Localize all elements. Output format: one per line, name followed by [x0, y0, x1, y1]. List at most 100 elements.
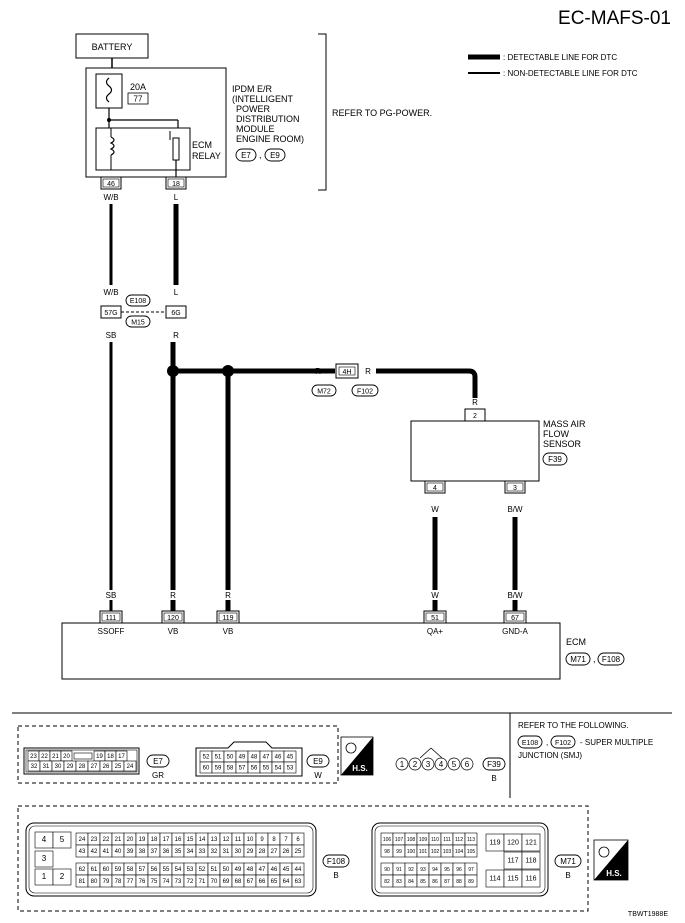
- svg-text:51: 51: [431, 615, 439, 622]
- m71-pin-116: [521, 869, 541, 888]
- e9-pin-55-label: 55: [263, 766, 270, 772]
- f108-pin-19-label: 19: [139, 837, 146, 843]
- m71-pin-99-label: 99: [396, 849, 402, 855]
- m71-pin-91-label: 91: [396, 867, 402, 873]
- f108-pin-36-label: 36: [163, 849, 170, 855]
- f108-pin-30-label: 30: [235, 849, 242, 855]
- refer-following: REFER TO THE FOLLOWING.: [518, 721, 629, 730]
- fuse-number: 77: [134, 95, 143, 104]
- maf-terminal-2: 2: [464, 408, 486, 422]
- f39-pin-2: [408, 757, 422, 771]
- smj-text-1: - SUPER MULTIPLE: [580, 738, 653, 747]
- ecm-wire-119: R: [225, 591, 231, 600]
- battery-box: [75, 33, 149, 59]
- maf-label-2: FLOW: [543, 429, 570, 439]
- e7-pin-22-label: 22: [41, 754, 48, 760]
- joint-terminal-6g: 6G: [165, 305, 187, 319]
- f108-pin-10-label: 10: [247, 837, 254, 843]
- ipdm-label-3: POWER: [236, 104, 271, 114]
- f108-pin-70-label: 70: [211, 879, 218, 885]
- ecm-terminal-119: 119: [216, 610, 240, 624]
- ecm-label: ECM: [566, 637, 586, 647]
- m71-pin-119-label: 119: [489, 840, 500, 847]
- f39-pin-4-label: 4: [439, 760, 444, 769]
- f108-pin-23-label: 23: [91, 837, 98, 843]
- f108-pin-7-label: 7: [284, 837, 288, 843]
- f108-pin-60-label: 60: [103, 867, 110, 873]
- f108-pin-71-label: 71: [199, 879, 206, 885]
- m71-pin-105: [464, 844, 478, 858]
- m71-pin-85-label: 85: [420, 879, 426, 885]
- svg-text:3: 3: [513, 485, 517, 492]
- f108-pin-4-label: 4: [42, 835, 47, 844]
- e9-pin-60-label: 60: [203, 766, 210, 772]
- e7-pin-27-label: 27: [91, 764, 98, 770]
- fuse-box: [95, 73, 123, 109]
- svg-text:57G: 57G: [104, 310, 117, 317]
- maf-sensor-box: [410, 420, 540, 482]
- fuse-icon: [105, 77, 113, 103]
- e9-pin-56-label: 56: [251, 766, 258, 772]
- e7-pin-21-label: 21: [52, 754, 59, 760]
- f108-pin-24-label: 24: [79, 837, 86, 843]
- e9-pin-54-label: 54: [275, 766, 282, 772]
- f108-pin-45-label: 45: [283, 867, 290, 873]
- m71-pin-90-label: 90: [384, 867, 390, 873]
- wire-sb-joint: SB: [106, 331, 117, 340]
- f108-pin-15-label: 15: [187, 837, 194, 843]
- e9-pin-57-label: 57: [239, 766, 246, 772]
- e7-pin-19-label: 19: [96, 754, 103, 760]
- m71-pin-117-label: 117: [507, 858, 518, 865]
- f108-pin-59-label: 59: [115, 867, 122, 873]
- svg-text:2: 2: [473, 413, 477, 420]
- svg-text:119: 119: [222, 615, 233, 622]
- joint-terminal-57g: 57G: [100, 305, 122, 319]
- f108-pin-40-label: 40: [115, 849, 122, 855]
- f108-pin-44-label: 44: [295, 867, 302, 873]
- e9-pin-52-label: 52: [203, 755, 210, 761]
- e9-pin-47-label: 47: [263, 755, 270, 761]
- f108-pin-63: [291, 874, 305, 888]
- m71-pin-101-label: 101: [419, 849, 428, 855]
- f108-pin-26-label: 26: [283, 849, 290, 855]
- smj-connector-m72: M72: [317, 389, 331, 396]
- f108-pin-25-label: 25: [295, 849, 302, 855]
- f108-pin-53-label: 53: [187, 867, 194, 873]
- relay-coil-icon: [109, 136, 115, 156]
- connector-f108-color: B: [333, 871, 338, 880]
- ipdm-terminal-46: 46: [100, 176, 122, 190]
- e9-pin-53: [283, 761, 297, 774]
- splice-dot-1: [167, 365, 179, 377]
- e9-pin-51-label: 51: [215, 755, 222, 761]
- m71-pin-98-label: 98: [384, 849, 390, 855]
- legend-detectable: : DETECTABLE LINE FOR DTC: [503, 53, 617, 62]
- smj-text-2: JUNCTION (SMJ): [518, 751, 582, 760]
- f108-pin-1-label: 1: [42, 872, 47, 881]
- maf-terminal-4: 4: [424, 480, 446, 494]
- f108-pin-75-label: 75: [151, 879, 158, 885]
- f108-pin-20-label: 20: [127, 837, 134, 843]
- connector-e7-color: GR: [152, 771, 164, 780]
- m71-pin-87-label: 87: [444, 879, 450, 885]
- figure-code: TBWT1988E: [628, 911, 668, 918]
- f108-pin-55-label: 55: [163, 867, 170, 873]
- m71-pin-103-label: 103: [443, 849, 452, 855]
- refer-connector-e108: E108: [522, 740, 538, 747]
- connector-f39-color: B: [491, 774, 496, 783]
- f39-pin-1-label: 1: [400, 760, 405, 769]
- ipdm-bracket: [318, 33, 327, 191]
- f108-pin-69-label: 69: [223, 879, 230, 885]
- ecm-pin-name-67: GND-A: [502, 627, 528, 636]
- wire-r-smj-right: R: [365, 367, 371, 376]
- f108-pin-74-label: 74: [163, 879, 170, 885]
- f108-pin-28-label: 28: [259, 849, 266, 855]
- wire-l-top: L: [174, 193, 179, 202]
- f39-pin-3-label: 3: [426, 760, 431, 769]
- f108-pin-68-label: 68: [235, 879, 242, 885]
- ipdm-refer: REFER TO PG-POWER.: [332, 108, 432, 118]
- f108-pin-8-label: 8: [272, 837, 276, 843]
- f108-pin-62-label: 62: [79, 867, 86, 873]
- f108-pin-6-label: 6: [296, 837, 300, 843]
